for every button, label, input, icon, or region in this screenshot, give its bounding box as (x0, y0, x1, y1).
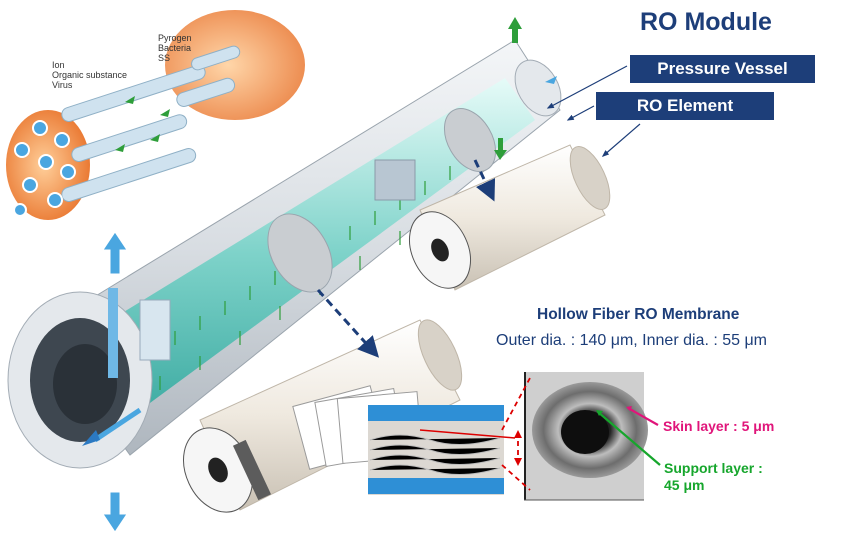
pyrogen-label: Pyrogen (158, 33, 192, 43)
support-layer-line-1: Support layer : (664, 460, 763, 476)
organic-label: Organic substance (52, 70, 128, 80)
ro-element-label: RO Element (596, 92, 774, 120)
membrane-title: Hollow Fiber RO Membrane (537, 306, 740, 323)
inset-label-right: Pyrogen Bacteria SS (158, 33, 192, 63)
inset-label-left: Ion Organic substance Virus (52, 60, 127, 90)
support-layer-line-2: 45 μm (664, 477, 705, 493)
page-title: RO Module (640, 8, 772, 36)
water-arrows (102, 17, 557, 533)
callout-arrows (316, 65, 661, 466)
membrane-dimensions: Outer dia. : 140 μm, Inner dia. : 55 μm (496, 332, 768, 349)
fiber-closeup (368, 405, 516, 495)
virus-label: Virus (52, 80, 73, 90)
ro-element-upper (409, 144, 611, 291)
pressure-vessel (7, 39, 562, 469)
ion-label: Ion (52, 60, 65, 70)
fiber-bundle-inset (6, 10, 305, 220)
ss-label: SS (158, 53, 171, 63)
support-layer-label: Support layer : 45 μm (664, 460, 763, 494)
sem-image (524, 372, 648, 501)
pressure-vessel-label: Pressure Vessel (630, 55, 815, 83)
bacteria-label: Bacteria (158, 43, 192, 53)
zoom-lines (501, 377, 531, 491)
skin-layer-label: Skin layer : 5 μm (663, 418, 775, 434)
